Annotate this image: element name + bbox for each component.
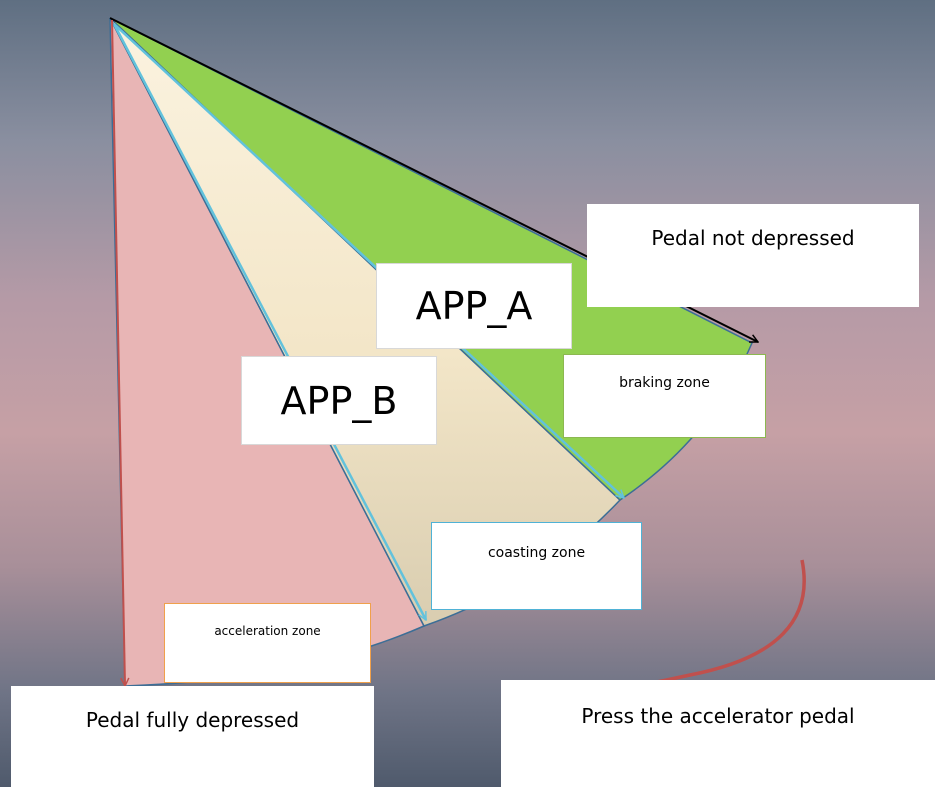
press-accelerator-text: Press the accelerator pedal [581, 704, 855, 728]
app-a-text: APP_A [415, 284, 533, 328]
app-a-label: APP_A [376, 263, 572, 349]
acceleration-zone-label: acceleration zone [164, 603, 371, 683]
acceleration-zone-text: acceleration zone [214, 624, 321, 638]
app-b-arrow-upper [113, 23, 624, 498]
pedal-not-depressed-label: Pedal not depressed [587, 204, 919, 307]
pedal-fully-depressed-text: Pedal fully depressed [85, 708, 300, 732]
coasting-zone-text: coasting zone [487, 545, 586, 561]
braking-zone-label: braking zone [563, 354, 766, 438]
pedal-fully-depressed-label: Pedal fully depressed [11, 686, 374, 787]
pedal-not-depressed-text: Pedal not depressed [651, 226, 855, 250]
app-b-label: APP_B [241, 356, 437, 445]
app-b-arrow-lower [112, 23, 428, 620]
coasting-zone-label: coasting zone [431, 522, 642, 610]
braking-zone-text: braking zone [619, 375, 710, 391]
full-depress-arrow [111, 19, 125, 686]
press-accelerator-label: Press the accelerator pedal [501, 680, 935, 787]
app-b-text: APP_B [280, 378, 398, 423]
